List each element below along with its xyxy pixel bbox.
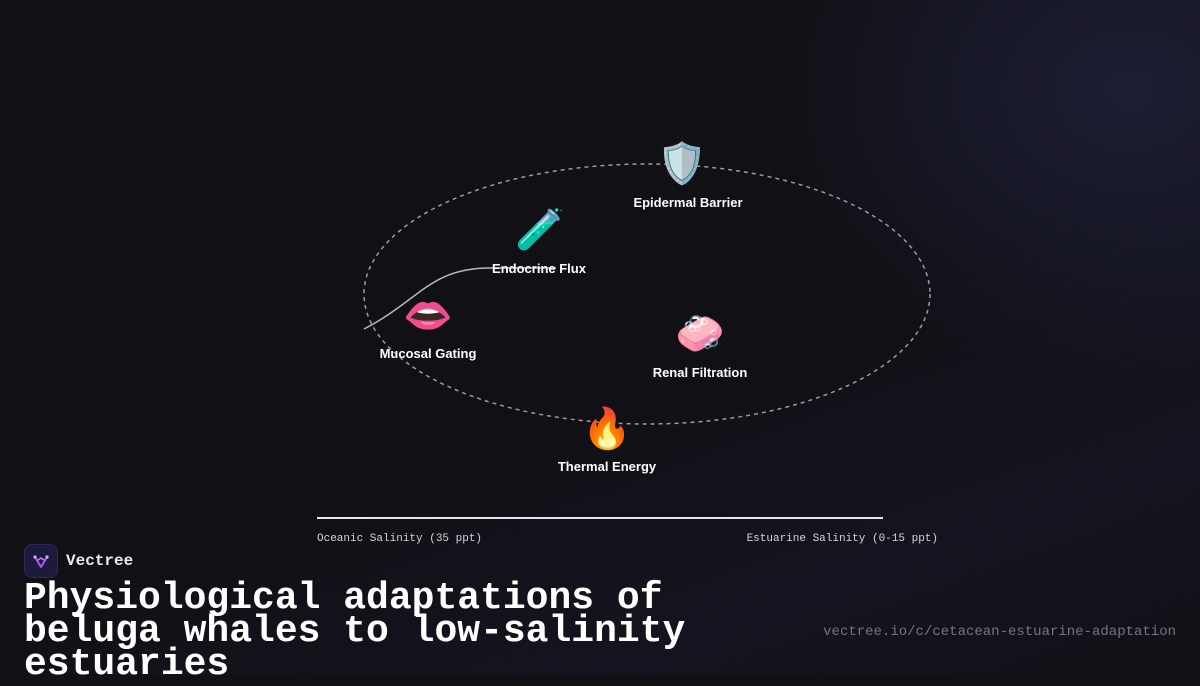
soap-icon: 🧼: [675, 311, 725, 357]
mouth-icon: 👄: [403, 293, 453, 339]
test-tube-icon: 🧪: [515, 207, 565, 253]
node-label: Thermal Energy: [558, 459, 657, 474]
page-title: Physiological adaptations of beluga whal…: [24, 577, 686, 686]
vectree-logo-icon: [24, 544, 58, 578]
brand-name: Vectree: [66, 552, 134, 570]
node-renal-filtration: 🧼 Renal Filtration: [653, 311, 748, 380]
node-thermal-energy: 🔥 Thermal Energy: [558, 405, 657, 474]
node-label: Epidermal Barrier: [633, 195, 742, 210]
connector-curve: [363, 267, 556, 330]
brand: Vectree: [24, 544, 133, 578]
shield-icon: 🛡️: [657, 140, 707, 187]
node-mucosal-gating: 👄 Mucosal Gating: [380, 293, 477, 361]
node-label: Endocrine Flux: [492, 261, 587, 276]
node-endocrine-flux: 🧪 Endocrine Flux: [492, 207, 587, 276]
cycle-ellipse: [363, 163, 931, 425]
node-label: Renal Filtration: [653, 365, 748, 380]
axis-label-oceanic: Oceanic Salinity (35 ppt): [317, 533, 482, 545]
source-url[interactable]: vectree.io/c/cetacean-estuarine-adaptati…: [823, 624, 1176, 640]
node-epidermal-barrier: 🛡️ Epidermal Barrier: [633, 140, 742, 210]
node-label: Mucosal Gating: [380, 346, 477, 361]
axis-label-estuarine: Estuarine Salinity (0-15 ppt): [747, 533, 938, 545]
fire-icon: 🔥: [582, 405, 632, 452]
